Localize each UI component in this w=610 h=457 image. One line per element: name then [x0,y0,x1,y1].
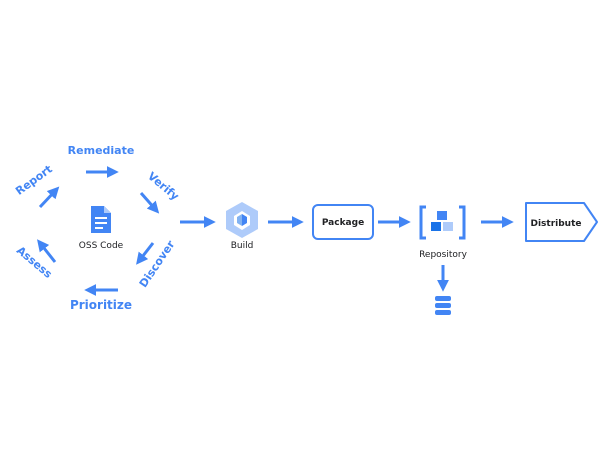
repository-label: Repository [419,250,468,260]
stage-label-discover: Discover [137,238,178,290]
stage-label-remediate: Remediate [68,144,135,157]
oss-code-label: OSS Code [79,241,124,251]
cloud-build-hexagon-icon [226,202,258,238]
package-box [312,204,374,240]
arrow-report-to-remediate [38,186,60,209]
stage-label-assess: Assess [14,244,55,281]
arrow-verify-to-discover [139,192,160,214]
build-label: Build [231,241,254,251]
document-icon [91,206,111,233]
distribute-box [525,202,598,242]
arrow-assess-to-report [37,239,57,263]
stage-label-verify: Verify [145,170,181,203]
stage-label-prioritize: Prioritize [70,298,132,312]
database-icon [435,296,451,315]
distribute-label: Distribute [531,219,582,229]
package-label: Package [322,218,364,228]
arrow-discover-to-prioritize [136,242,155,265]
stage-label-report: Report [13,163,55,198]
artifact-registry-cubes-icon [419,205,466,240]
